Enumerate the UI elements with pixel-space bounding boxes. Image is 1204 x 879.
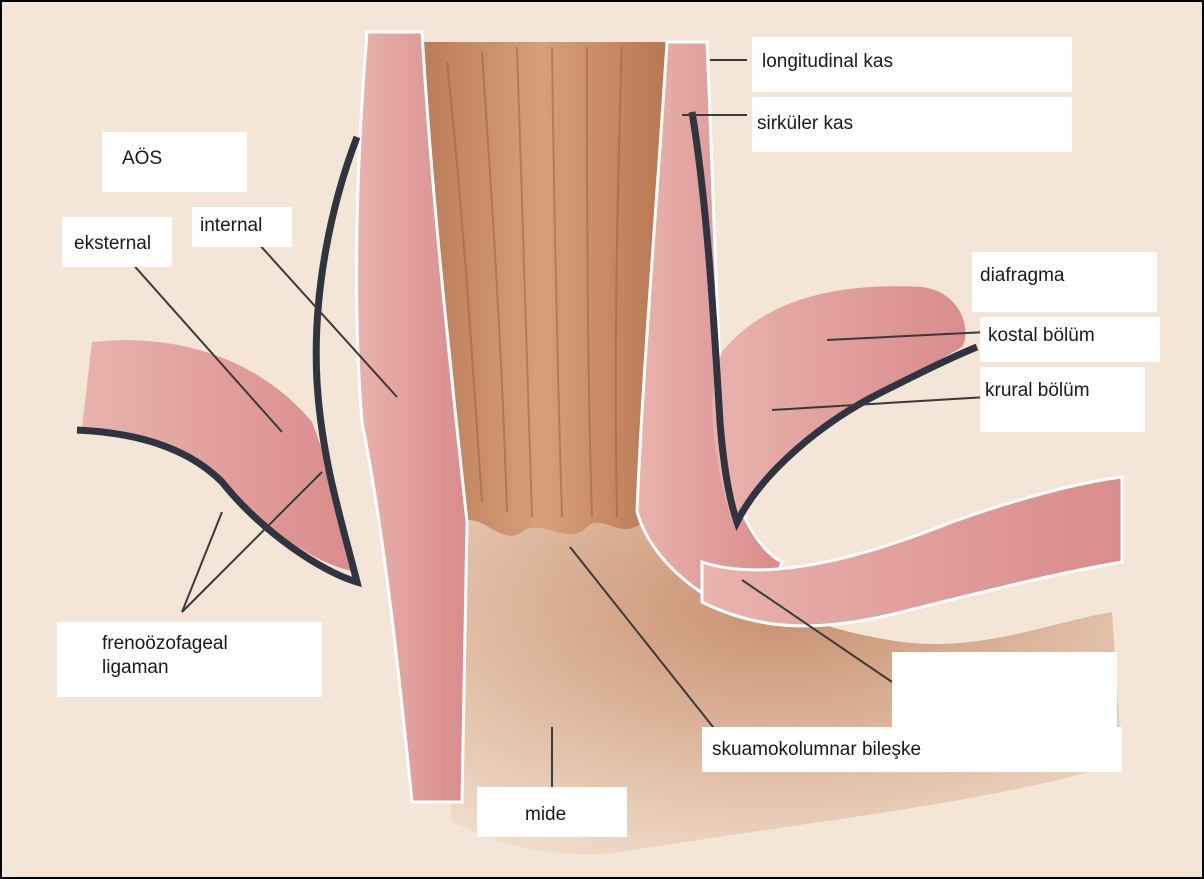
label-sirkuler: sirküler kas [752, 97, 1072, 152]
label-eksternal: eksternal [62, 217, 172, 267]
label-aos: AÖS [102, 132, 247, 192]
blank-label-box [892, 652, 1117, 732]
label-diafragma-text: diafragma [980, 264, 1157, 288]
label-krural: krural bölüm [980, 367, 1145, 432]
label-skuamokolumnar: skuamokolumnar bileşke [702, 727, 1122, 772]
label-internal: internal [192, 207, 292, 247]
label-kostal: kostal bölüm [980, 317, 1160, 362]
label-longitudinal: longitudinal kas [752, 37, 1072, 92]
label-freno-line1: frenoözofageal [102, 632, 322, 656]
label-diafragma: diafragma [972, 252, 1157, 312]
label-longitudinal-text: longitudinal kas [762, 50, 1072, 74]
label-skuamokolumnar-text: skuamokolumnar bileşke [712, 738, 1122, 762]
label-krural-text: krural bölüm [985, 379, 1145, 403]
label-aos-text: AÖS [122, 147, 247, 171]
label-mide-text: mide [525, 803, 627, 827]
label-freno-line2: ligaman [102, 656, 322, 680]
label-internal-text: internal [200, 214, 292, 238]
label-frenoozofageal: frenoözofageal ligaman [57, 622, 322, 697]
label-mide: mide [477, 787, 627, 837]
label-eksternal-text: eksternal [74, 232, 172, 256]
right-diaphragm-muscle [712, 286, 965, 522]
label-kostal-text: kostal bölüm [988, 324, 1160, 348]
label-sirkuler-text: sirküler kas [757, 112, 1072, 136]
